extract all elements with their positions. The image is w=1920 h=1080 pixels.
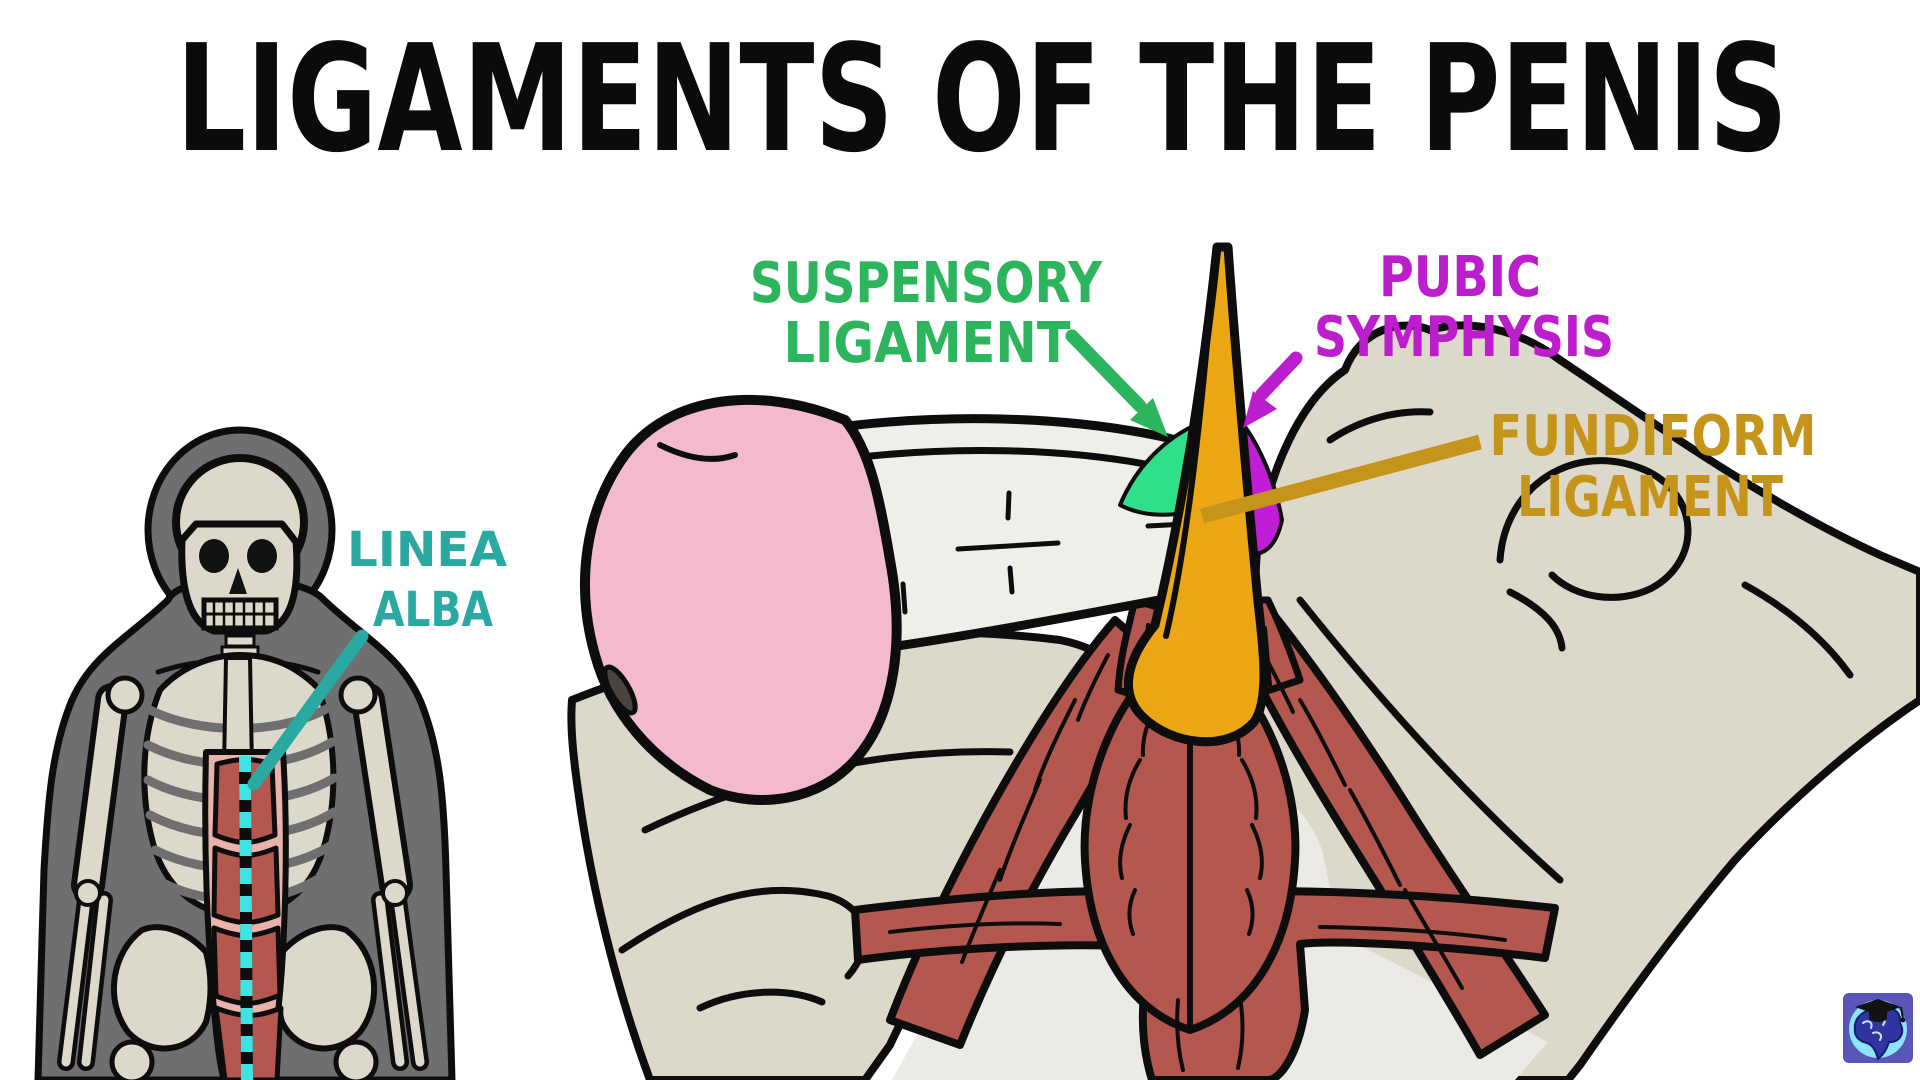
label-fundiform-ligament-line1: FUNDIFORM — [1490, 404, 1817, 469]
skeleton-figure — [34, 426, 456, 1080]
meatus — [602, 664, 638, 716]
pubic-symphysis-pointer-arrowhead — [1243, 391, 1277, 428]
pubic-symphysis-pointer-line — [1255, 351, 1303, 401]
pelvis-illustration — [567, 242, 1920, 1080]
label-suspensory-ligament-line1: SUSPENSORY — [750, 251, 1103, 316]
linea-alba-pointer-line — [247, 629, 369, 791]
fundiform-ligament-shape — [1123, 242, 1269, 747]
skull — [172, 454, 308, 635]
label-linea-alba-line2: ALBA — [373, 582, 493, 638]
label-pubic-symphysis-line1: PUBIC — [1379, 245, 1541, 310]
linea-alba-line-casing — [239, 755, 253, 1080]
label-pubic-symphysis-line2: SYMPHYSIS — [1314, 305, 1614, 370]
label-suspensory-ligament-line2: LIGAMENT — [784, 311, 1071, 376]
brain-graduation-logo — [1843, 993, 1913, 1063]
pointer-lines — [247, 329, 1482, 791]
fundiform-pointer-line — [1200, 434, 1482, 524]
suspensory-pointer-line — [1065, 329, 1147, 413]
hip-bone-right-detail-lines — [1296, 408, 1854, 884]
rectus-abdominis-muscle — [202, 749, 289, 1080]
graduation-cap-icon — [1855, 999, 1901, 1015]
suspensory-pointer-arrowhead — [1130, 398, 1168, 437]
arm-bones — [57, 675, 429, 1071]
label-fundiform-ligament-line2: LIGAMENT — [1517, 465, 1783, 530]
glans — [580, 394, 902, 805]
pelvis-bones — [109, 924, 379, 1080]
text-labels: LIGAMENTS OF THE PENIS SUSPENSORY LIGAME… — [176, 13, 1817, 638]
label-linea-alba-line1: LINEA — [347, 522, 507, 578]
page-title: LIGAMENTS OF THE PENIS — [176, 13, 1788, 185]
